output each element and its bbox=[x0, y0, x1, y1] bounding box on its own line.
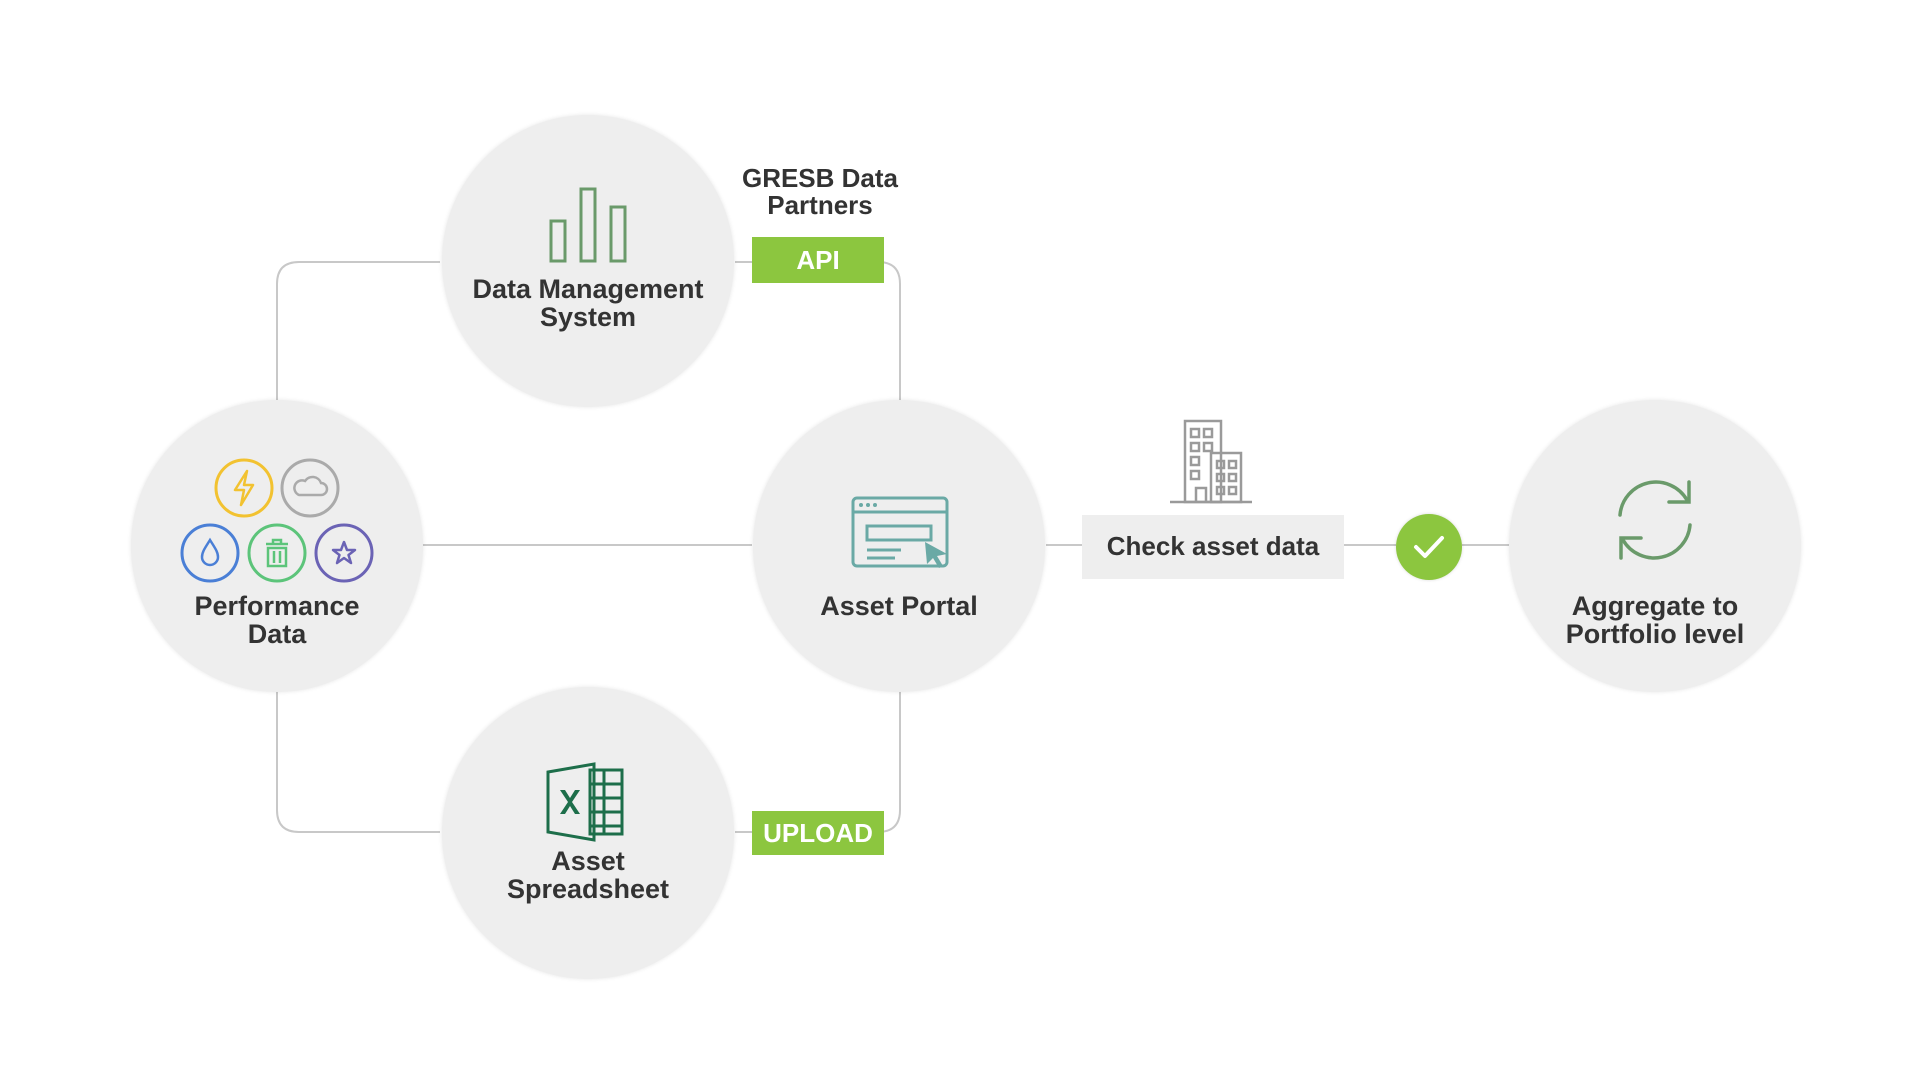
aggregate-label-line1: Aggregate to bbox=[1571, 591, 1739, 621]
bar-chart-icon bbox=[549, 187, 627, 263]
check-asset-data-box: Check asset data bbox=[1082, 515, 1344, 579]
connector-performance-to-spreadsheet bbox=[276, 690, 440, 833]
node-asset-portal: Asset Portal bbox=[753, 400, 1045, 692]
partners-caption-line2: Partners bbox=[767, 190, 873, 220]
cloud-icon bbox=[280, 458, 340, 518]
water-drop-icon bbox=[180, 523, 240, 583]
excel-icon bbox=[546, 762, 624, 842]
asset-portal-label: Asset Portal bbox=[820, 591, 978, 621]
node-data-management-system: Data Management System bbox=[442, 115, 734, 407]
connector-dms-to-portal bbox=[735, 261, 901, 402]
checkmark-icon bbox=[1414, 536, 1444, 558]
web-portal-icon bbox=[851, 496, 949, 568]
dms-label-line2: System bbox=[539, 302, 637, 332]
refresh-cycle-icon bbox=[1618, 480, 1692, 560]
partners-caption-line1: GRESB Data bbox=[741, 163, 899, 193]
connector-performance-to-dms bbox=[276, 261, 440, 402]
upload-tag: UPLOAD bbox=[752, 811, 884, 855]
spreadsheet-label-line2: Spreadsheet bbox=[506, 874, 670, 904]
dms-label-line1: Data Management bbox=[472, 274, 704, 304]
checkmark-status bbox=[1396, 514, 1462, 580]
node-asset-spreadsheet: Asset Spreadsheet bbox=[442, 687, 734, 979]
aggregate-label-line2: Portfolio level bbox=[1565, 619, 1745, 649]
api-tag: API bbox=[752, 237, 884, 283]
spreadsheet-label-line1: Asset bbox=[551, 846, 625, 876]
node-performance-data: Performance Data bbox=[131, 400, 423, 692]
partners-caption: GRESB Data Partners bbox=[720, 165, 920, 219]
star-icon bbox=[314, 523, 374, 583]
lightning-icon bbox=[214, 458, 274, 518]
waste-bin-icon bbox=[247, 523, 307, 583]
node-aggregate-portfolio: Aggregate to Portfolio level bbox=[1509, 400, 1801, 692]
performance-label-line2: Data bbox=[247, 619, 307, 649]
performance-label-line1: Performance bbox=[194, 591, 360, 621]
building-icon bbox=[1170, 419, 1252, 504]
